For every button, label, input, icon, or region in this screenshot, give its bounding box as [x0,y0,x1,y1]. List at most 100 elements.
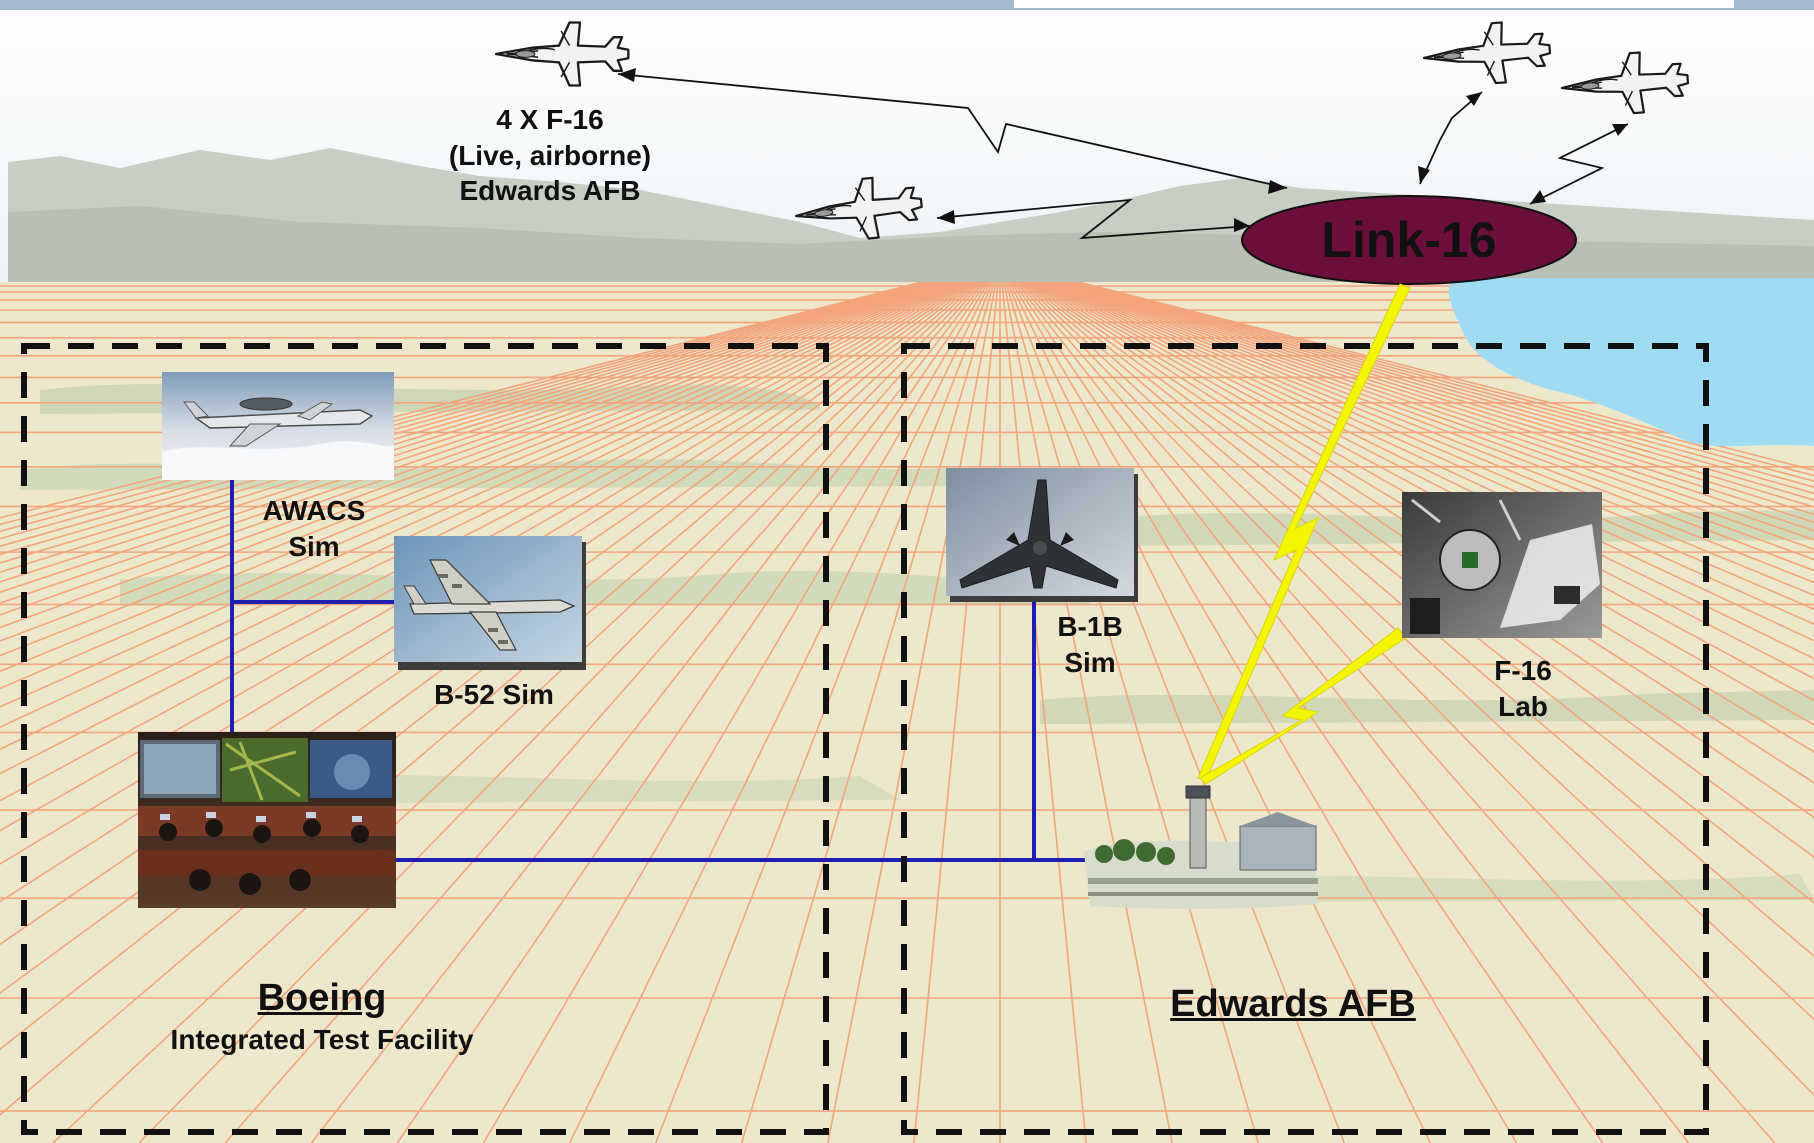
top-edge-highlight [1014,0,1734,8]
grid-radial-line [482,282,990,1143]
grid-radial-line [1046,282,1814,597]
region-boundaries [21,343,1709,1135]
grid-radial-line [0,282,941,583]
grid-radial-line [1020,282,1814,1021]
grid-radial-line [1003,282,1173,1143]
grid-radial-line [913,282,999,1143]
grid-radial-line [0,282,935,556]
rf-bolt-f16-lab [1199,627,1407,785]
grid-radial-line [1071,282,1814,483]
grid-radial-line [0,282,973,946]
grid-radial-line [0,282,956,690]
grid-radial-line [1031,282,1814,753]
grid-radial-line [1005,282,1260,1143]
grid-radial-line [1027,282,1814,819]
live-aircraft-line-1: 4 X F-16 [496,104,604,135]
link16-label: Link-16 [1321,212,1497,268]
grid-radial-line [0,282,948,629]
grid-radial-line [1056,282,1814,541]
grid-radial-line [137,282,982,1143]
b52-photo [394,536,586,670]
grid-radial-line [1073,282,1814,477]
grid-radial-line [0,282,929,533]
grid-radial-line [1039,282,1814,660]
grid-radial-line [1048,282,1814,584]
grid-radial-line [0,282,952,657]
awacs-label-line-1: AWACS [262,495,366,526]
edwards-region-border [901,343,1709,1135]
b1b-label-line-2: Sim [1064,646,1116,678]
top-edge [0,0,1814,10]
grid-radial-line [1016,282,1776,1143]
grid-radial-line [0,282,974,994]
awacs-label: AWACS Sim [263,493,366,564]
grid-radial-line [1018,282,1814,1097]
grid-radial-line [1074,282,1814,472]
grid-radial-line [0,282,971,903]
grid-radial-line [224,282,984,1143]
grid-radial-line [1033,282,1814,726]
grid-radial-line [0,282,959,729]
grid-radial-line [1067,282,1814,495]
f16-lab-label-line-1: F-16 [1494,655,1552,686]
b1b-photo [946,468,1138,602]
grid-radial-line [740,282,995,1143]
grid-radial-line [1037,282,1814,680]
grid-radial-line [1024,282,1814,904]
link16-node [1241,195,1577,285]
grid-radial-line [1054,282,1814,551]
grid-radial-line [0,282,950,642]
link-line-airborne-4 [1529,123,1629,205]
grid-radial-line [0,282,961,751]
grid-radial-line [1041,282,1814,642]
link-line-airborne-1 [617,73,1288,189]
grid-radial-line [0,282,967,832]
live-aircraft-line-2: (Live, airborne) [448,139,652,171]
boeing-region-title: Boeing [257,977,387,1019]
grid-radial-line [0,282,944,604]
live-aircraft-line-3: Edwards AFB [459,175,641,207]
grid-radial-line [0,282,963,775]
grid-radial-line [1058,282,1814,532]
grid-radial-line [0,282,939,573]
live-aircraft-label: 4 X F-16 (Live, airborne) Edwards AFB [449,102,651,209]
link-line-airborne-3 [1419,91,1483,185]
water [1448,278,1814,447]
f16-lab-label-line-2: Lab [1498,690,1548,722]
link-line-airborne-2 [936,198,1251,240]
arrowheads [618,68,1628,232]
grid-radial-line [568,282,992,1143]
rf-link-lines [617,73,1629,240]
grid-radial-line [0,282,958,708]
grid-radial-line [0,282,954,673]
boeing-region-subtitle: Integrated Test Facility [170,1024,474,1055]
rf-bolts [1197,283,1411,785]
b52-label: B-52 Sim [434,677,554,713]
edwards-region-title: Edwards AFB [1170,983,1416,1025]
grid-radial-line [1026,282,1814,858]
b52-label-line-1: B-52 Sim [434,679,554,710]
ops-center-photo [138,732,396,908]
grid-radial-line [1035,282,1814,702]
grid-radial-line [1012,282,1604,1143]
grid-radial-line [396,282,988,1143]
b1b-label: B-1B Sim [1057,609,1122,680]
grid-radial-line [1006,282,1346,1143]
grid-radial-line [0,282,969,865]
boeing-region-border [21,343,829,1135]
network-lines [230,458,1088,862]
grid-radial-line [0,282,978,1116]
awacs-photo [162,372,394,480]
grid-radial-line [0,282,937,564]
grid-radial-line [1069,282,1814,488]
grid-radial-line [0,282,927,526]
grid-radial-line [1029,282,1814,784]
grid-radial-line [1061,282,1814,516]
grid-radial-line [1063,282,1814,508]
grid-radial-line [654,282,994,1143]
grid-radial-line [1010,282,1518,1143]
grid-radial-line [0,282,942,593]
grid-radial-line [0,282,965,802]
grid-radial-line [1050,282,1814,572]
